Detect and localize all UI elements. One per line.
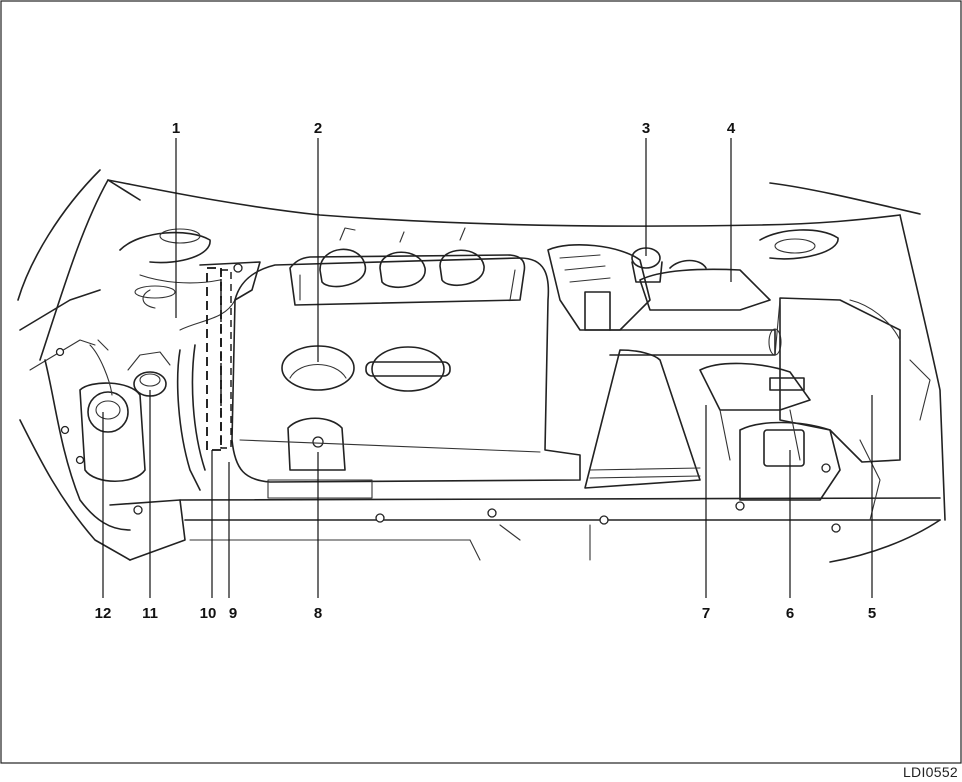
callout-2: 2 — [314, 120, 322, 137]
callout-7: 7 — [702, 605, 710, 622]
leader-lines — [102, 138, 873, 598]
callout-1: 1 — [172, 120, 180, 137]
callout-10: 10 — [200, 605, 217, 622]
engine-bay-drawing — [17, 169, 946, 563]
callout-labels: 1 2 3 4 5 6 7 8 9 10 11 12 — [95, 120, 877, 622]
callout-5: 5 — [868, 605, 876, 622]
figure-code: LDI0552 — [902, 764, 958, 780]
callout-4: 4 — [727, 120, 736, 137]
callout-11: 11 — [142, 605, 158, 622]
diagram-border — [0, 0, 962, 764]
callout-12: 12 — [95, 605, 112, 622]
callout-3: 3 — [642, 120, 650, 137]
callout-9: 9 — [229, 605, 237, 622]
callout-8: 8 — [314, 605, 322, 622]
callout-6: 6 — [786, 605, 794, 622]
